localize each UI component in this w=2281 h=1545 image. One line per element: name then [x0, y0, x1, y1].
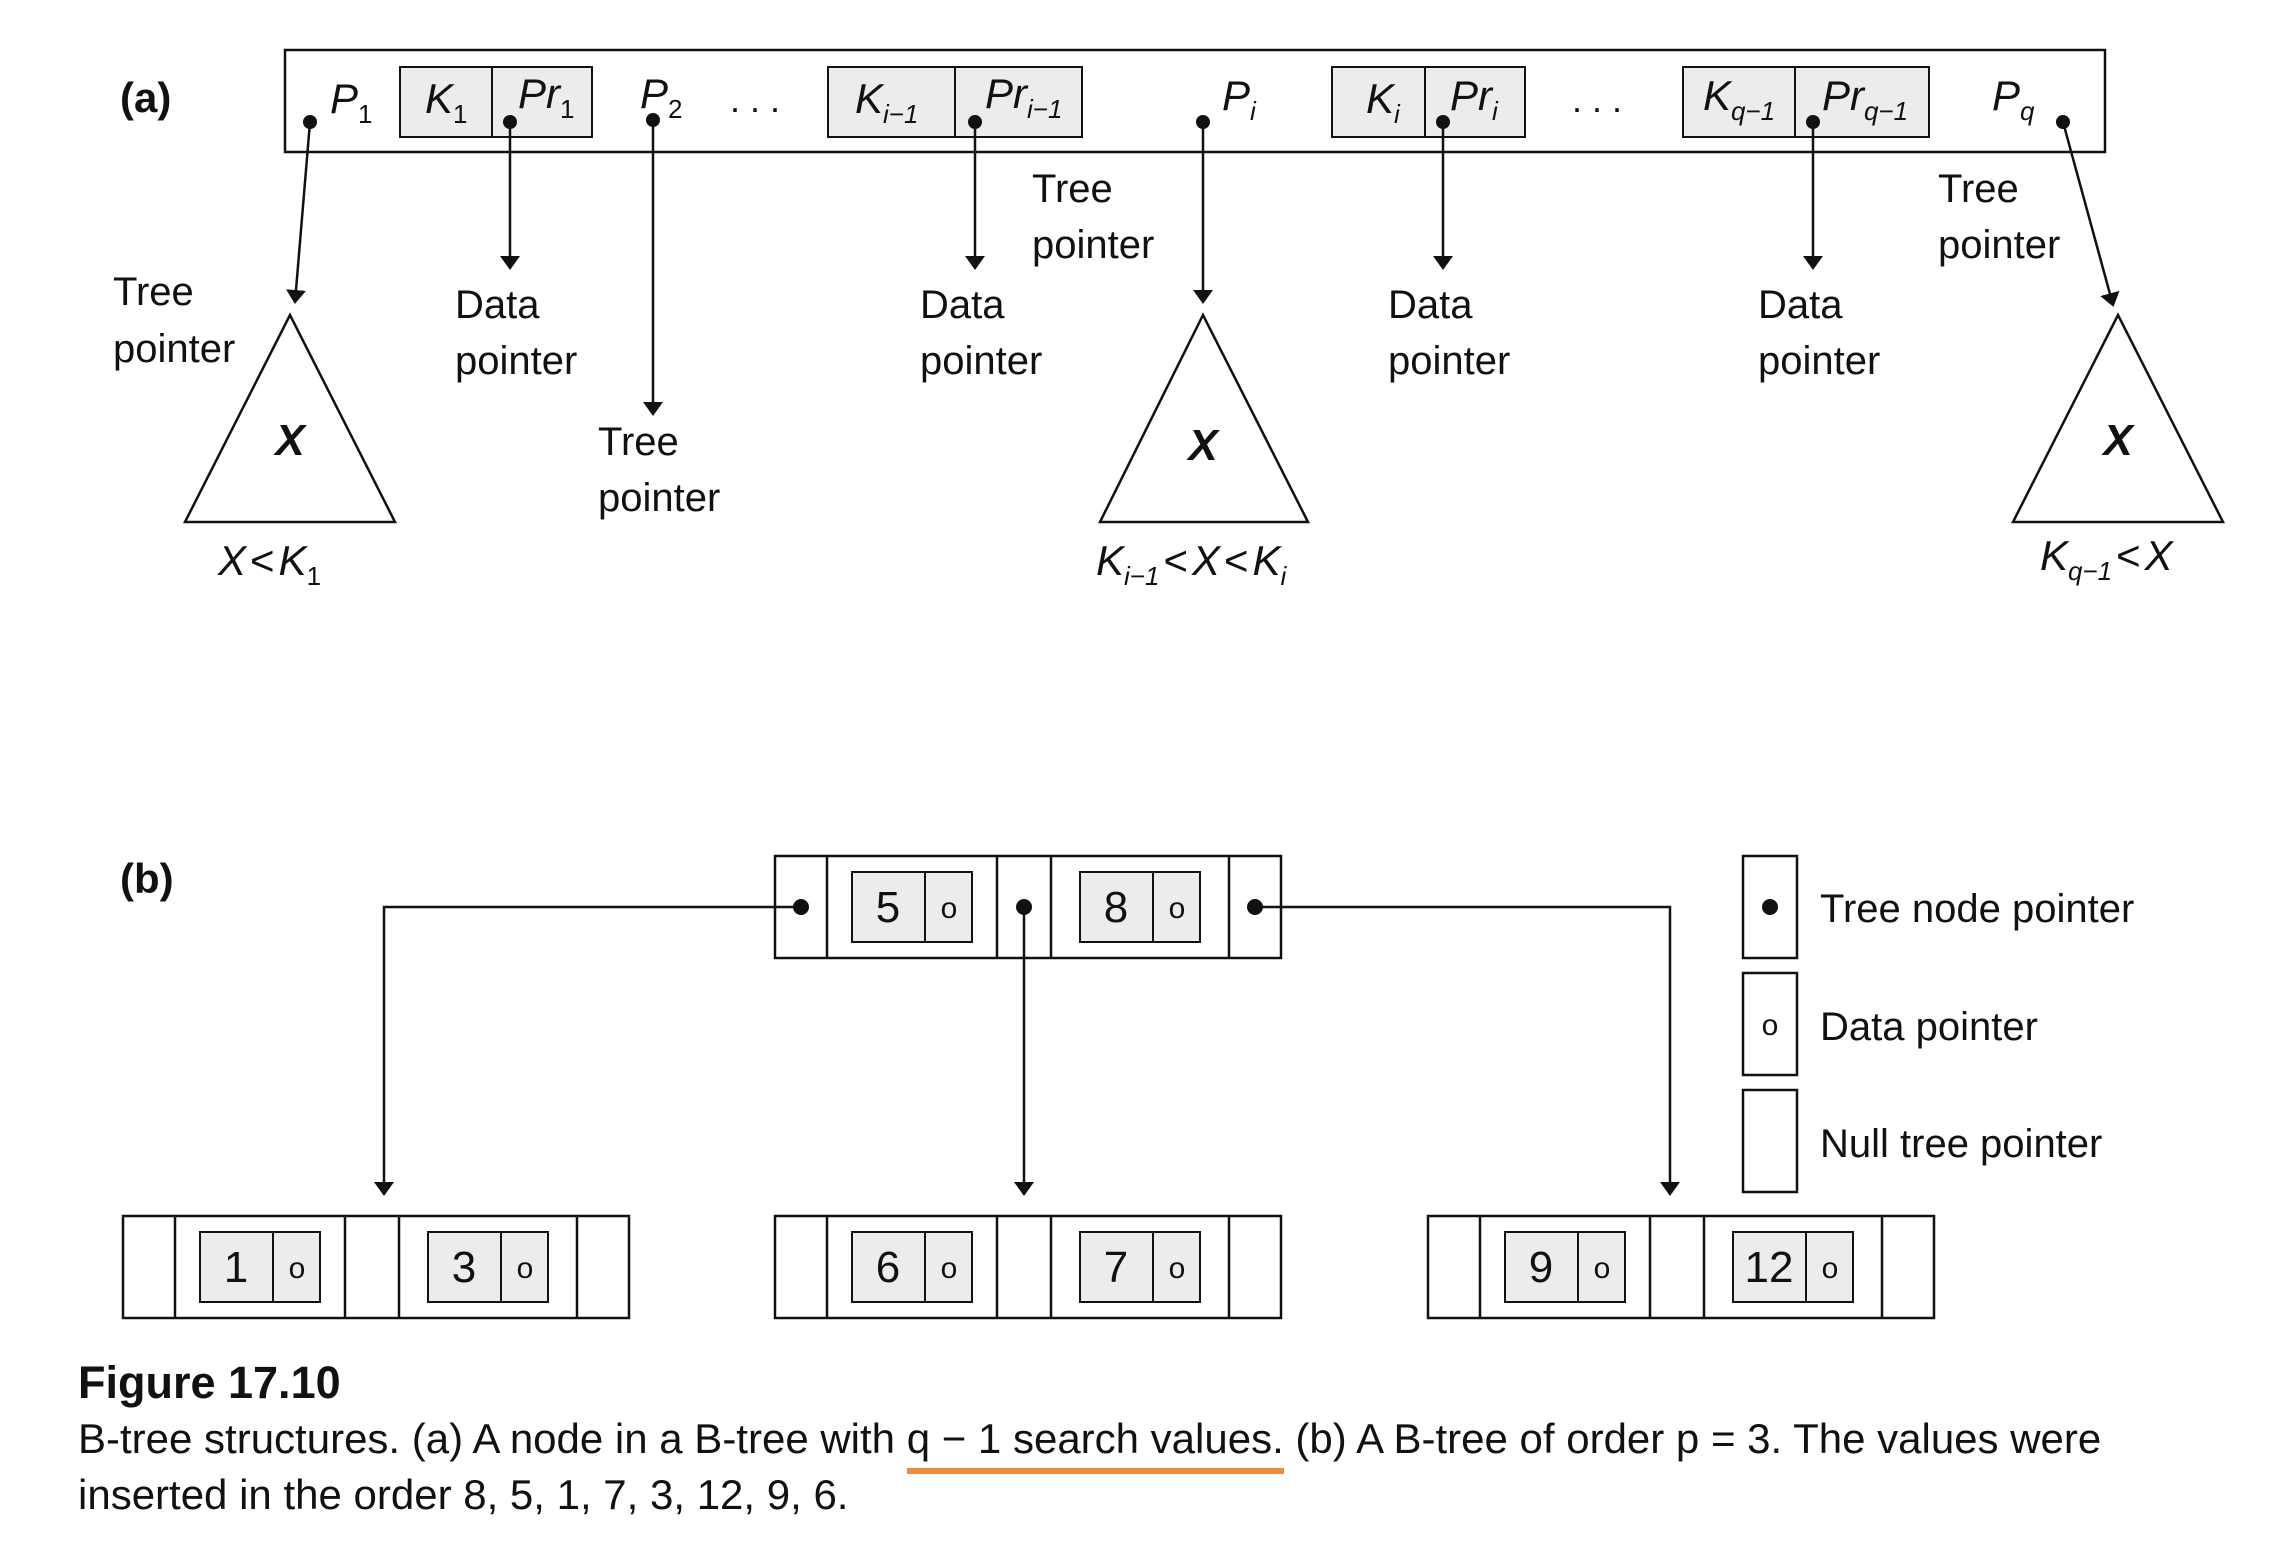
legend-null-swatch [1741, 1088, 1799, 1194]
ellipsis-2: . . . [1572, 79, 1622, 120]
tree-pointer-label-1: Tree [113, 270, 194, 314]
caption-highlight: q − 1 search values. [906, 1415, 1284, 1474]
legend-data-symbol: o [1762, 1009, 1779, 1042]
figure-caption: Figure 17.10 B-tree structures. (a) A no… [78, 1355, 2228, 1523]
leaf2-key-1: 6 [876, 1243, 900, 1292]
condition-middle: Ki−1<X<Ki [1096, 537, 1288, 591]
part-a-label: (a) [120, 74, 171, 121]
svg-text:X: X [1185, 421, 1220, 470]
legend: Tree node pointer o Data pointer Null tr… [1741, 854, 2134, 1194]
condition-right: Kq−1<X [2040, 532, 2175, 586]
data-pointer-label-4: Data [1758, 283, 1843, 327]
tree-pointer-label-3: Tree [1032, 167, 1113, 211]
root-key-2: 8 [1104, 883, 1128, 932]
data-pointer-label-2b: pointer [920, 339, 1042, 383]
figure-text: B-tree structures. (a) A node in a B-tre… [78, 1411, 2228, 1523]
tree-pointer-label-2: Tree [598, 420, 679, 464]
data-pointer-label-1b: pointer [455, 339, 577, 383]
leaf3-data-pointer-1: o [1594, 1252, 1611, 1285]
pointer-arrows-a [286, 121, 2120, 416]
leaf1-data-pointer-2: o [517, 1252, 534, 1285]
pointer-label-pi: Pi [1222, 72, 1257, 126]
key-label-k1: K1 [425, 75, 467, 129]
ellipsis-1: . . . [730, 79, 780, 120]
pointer-label-pq: Pq [1992, 72, 2035, 126]
key-label-ki: Ki [1366, 75, 1401, 129]
key-box-ki-1 [827, 66, 1083, 138]
leaf3-key-1: 9 [1529, 1243, 1553, 1292]
leaf1-key-1: 1 [224, 1243, 248, 1292]
key-box-kq-1 [1682, 66, 1930, 138]
subtree-triangle-left: X [182, 312, 398, 524]
root-data-pointer-2: o [1169, 892, 1186, 925]
tree-pointer-label-2b: pointer [598, 476, 720, 520]
data-pointer-label-1: Data [455, 283, 540, 327]
leaf3-key-2: 12 [1745, 1243, 1794, 1292]
leaf1-key-2: 3 [452, 1243, 476, 1292]
root-data-pointer-1: o [941, 892, 958, 925]
leaf2-key-2: 7 [1104, 1243, 1128, 1292]
key-box-ki [1331, 66, 1526, 138]
pointer-label-p1: P1 [330, 75, 372, 129]
leaf-node-2: 6 o 7 o [773, 1214, 1283, 1320]
subtree-triangle-right: X [2010, 312, 2226, 524]
btree-node-outline [283, 48, 2107, 154]
leaf-node-3: 9 o 12 o [1426, 1214, 1936, 1320]
data-pointer-label-prq-1: Prq−1 [1822, 72, 1908, 126]
key-box-k1 [399, 66, 593, 138]
tree-pointer-label-1b: pointer [113, 327, 235, 371]
tree-pointer-label-4: Tree [1938, 167, 2019, 211]
root-node: 5 o 8 o [773, 854, 1283, 960]
pointer-label-p2: P2 [640, 70, 682, 124]
data-pointer-label-3b: pointer [1388, 339, 1510, 383]
key-label-kq-1: Kq−1 [1703, 72, 1775, 126]
root-key-1: 5 [876, 883, 900, 932]
data-pointer-label-3: Data [1388, 283, 1473, 327]
svg-text:X: X [272, 416, 307, 465]
key-label-ki-1: Ki−1 [855, 75, 918, 129]
data-pointer-label-pr1: Pr1 [518, 70, 574, 124]
tree-connectors-b [374, 905, 1680, 1196]
data-pointer-label-pri: Pri [1450, 72, 1499, 126]
part-b-label: (b) [120, 855, 174, 902]
subtree-triangle-middle: X [1097, 312, 1311, 524]
svg-text:X: X [2100, 416, 2135, 465]
caption-text-after: (b) A B-tree of order p = 3. The values … [78, 1415, 2102, 1518]
leaf-node-1: 1 o 3 o [121, 1214, 631, 1320]
leaf1-data-pointer-1: o [289, 1252, 306, 1285]
figure-title: Figure 17.10 [78, 1357, 341, 1408]
tree-pointer-label-3b: pointer [1032, 223, 1154, 267]
leaf2-data-pointer-1: o [941, 1252, 958, 1285]
tree-pointer-label-4b: pointer [1938, 223, 2060, 267]
legend-data-label: Data pointer [1820, 1005, 2038, 1049]
caption-text-before: B-tree structures. (a) A node in a B-tre… [78, 1415, 907, 1462]
data-pointer-label-2: Data [920, 283, 1005, 327]
data-pointer-label-4b: pointer [1758, 339, 1880, 383]
legend-tree-node-label: Tree node pointer [1820, 887, 2134, 931]
leaf3-data-pointer-2: o [1822, 1252, 1839, 1285]
legend-data-swatch [1741, 971, 1799, 1077]
legend-null-label: Null tree pointer [1820, 1122, 2102, 1166]
pointer-labels-a: Tree pointer Data pointer Tree pointer D… [113, 167, 2060, 520]
condition-left: X<K1 [217, 537, 321, 591]
data-pointer-label-pri-1: Pri−1 [985, 70, 1062, 124]
leaf2-data-pointer-2: o [1169, 1252, 1186, 1285]
